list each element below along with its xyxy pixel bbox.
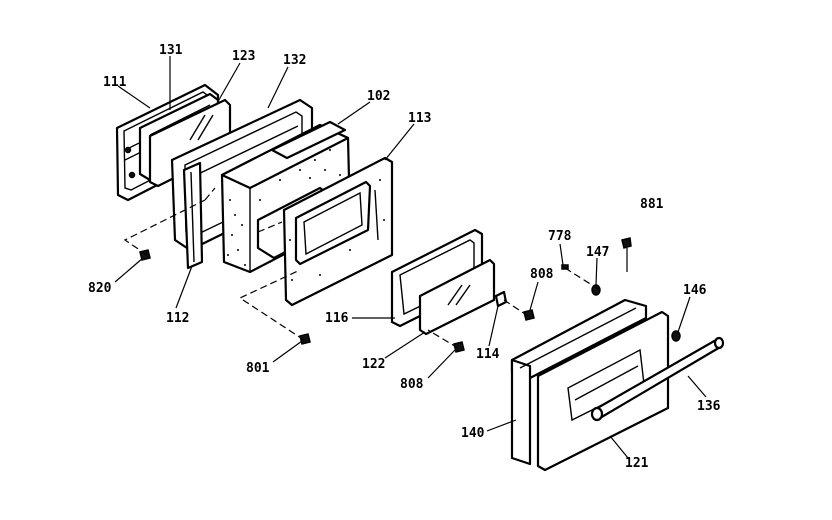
- label-132: 132: [283, 53, 306, 68]
- label-111: 111: [103, 75, 127, 90]
- label-146: 146: [683, 283, 707, 298]
- label-131: 131: [159, 43, 183, 58]
- label-102: 102: [367, 89, 390, 104]
- label-112: 112: [166, 311, 189, 326]
- screw-808b: [453, 341, 465, 353]
- screw-881: [621, 237, 632, 272]
- pin-778: [561, 264, 569, 270]
- part-136-handle: [590, 336, 725, 422]
- part-114-clip: [494, 290, 508, 308]
- part-122-glass: [418, 258, 496, 336]
- label-808-lower: 808: [400, 377, 424, 392]
- label-808-upper: 808: [530, 267, 554, 282]
- label-801: 801: [246, 361, 270, 376]
- label-147: 147: [586, 245, 609, 260]
- alignment-lines: [123, 187, 601, 349]
- label-114: 114: [476, 347, 500, 362]
- leader-lines: [114, 56, 707, 459]
- label-881: 881: [640, 197, 664, 212]
- part-labels: 111 131 123 132 102 113 820 112 801 116 …: [88, 43, 721, 471]
- washer-146: [671, 330, 681, 342]
- label-116: 116: [325, 311, 349, 326]
- label-136: 136: [697, 399, 721, 414]
- label-121: 121: [625, 456, 649, 471]
- label-123: 123: [232, 49, 255, 64]
- label-820: 820: [88, 281, 112, 296]
- washer-147: [591, 284, 601, 296]
- screw-808a: [523, 309, 535, 321]
- part-112-strip: [182, 161, 204, 270]
- part-113-liner: [282, 156, 394, 307]
- label-140: 140: [461, 426, 485, 441]
- part-121-glass-panel: [536, 310, 670, 472]
- label-113: 113: [408, 111, 431, 126]
- label-778: 778: [548, 229, 572, 244]
- label-122: 122: [362, 357, 385, 372]
- part-140-outer-door: [510, 298, 648, 466]
